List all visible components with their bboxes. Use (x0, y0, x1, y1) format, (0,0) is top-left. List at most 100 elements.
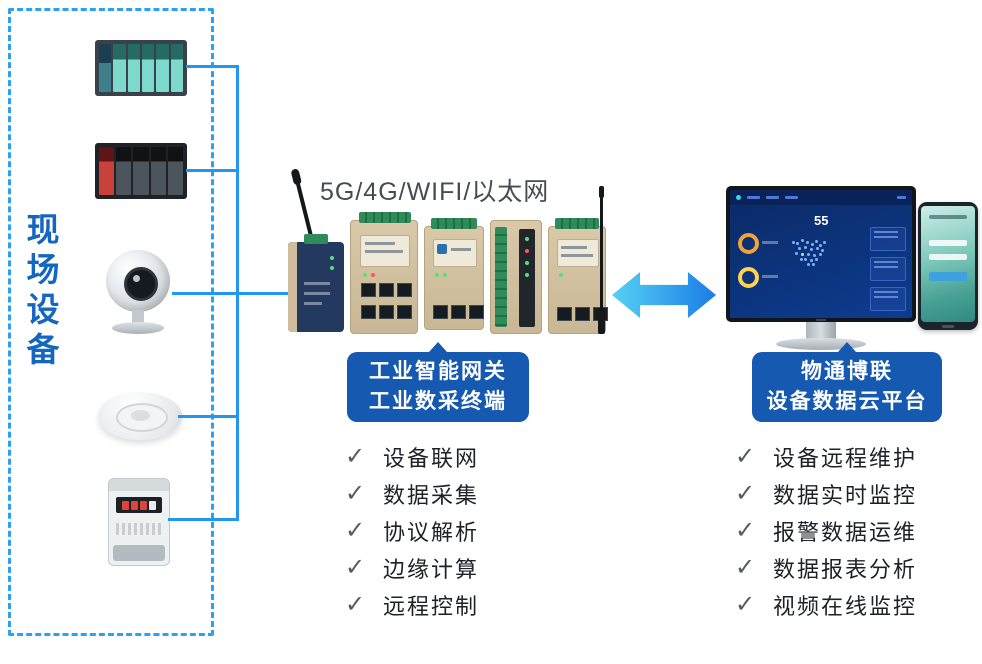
feature-label: 协议解析 (383, 519, 480, 545)
connector-to-gateway (236, 292, 294, 295)
ethernet-ports (433, 305, 484, 319)
cloud-bubble-subtitle: 设备数据云平台 (766, 390, 928, 413)
checkmark-icon: ✓ (345, 554, 366, 581)
plc-cpu-module (99, 44, 112, 92)
gateway-bubble-subtitle: 工业数采终端 (369, 390, 507, 413)
field-devices-title: 现场设备 (22, 212, 59, 372)
gateway-device-5 (548, 218, 608, 334)
status-led (371, 273, 375, 277)
checkmark-icon: ✓ (735, 517, 756, 544)
gauge-icon (738, 267, 759, 288)
status-led (330, 266, 334, 270)
feature-label: 数据实时监控 (773, 482, 918, 508)
connector-plc-b (186, 169, 239, 172)
bidirectional-arrow-icon (612, 272, 716, 318)
status-led (363, 273, 367, 277)
feature-item: ✓ 数据报表分析 (735, 549, 917, 586)
feature-label: 数据报表分析 (773, 556, 918, 582)
feature-label: 视频在线监控 (773, 593, 918, 619)
feature-item: ✓ 报警数据运维 (735, 512, 917, 549)
gateway-device-3 (424, 218, 484, 330)
gateway-device-2 (350, 212, 418, 334)
dashboard-header (730, 190, 912, 205)
device-ip-camera (100, 250, 176, 336)
cloud-label-bubble: 物通博联 设备数据云平台 (752, 342, 942, 422)
meter-display (116, 497, 162, 513)
connector-smoke (178, 415, 239, 418)
gateway-device-1 (288, 234, 344, 332)
checkmark-icon: ✓ (345, 480, 366, 507)
gateway-label-bubble: 工业智能网关 工业数采终端 (347, 342, 529, 422)
feature-label: 设备联网 (383, 445, 480, 471)
gauge-icon (738, 233, 759, 254)
feature-item: ✓ 设备远程维护 (735, 438, 917, 475)
connector-meter (168, 518, 239, 521)
cloud-bubble-title: 物通博联 (801, 359, 893, 383)
checkmark-icon: ✓ (735, 591, 756, 618)
connectivity-label: 5G/4G/WIFI/以太网 (320, 178, 550, 206)
feature-item: ✓ 边缘计算 (345, 549, 479, 586)
phone-input-field (929, 254, 967, 260)
feature-item: ✓ 协议解析 (345, 512, 479, 549)
phone-screen (921, 206, 975, 322)
brand-logo (437, 244, 447, 254)
ethernet-ports (361, 305, 412, 319)
china-map (792, 241, 795, 244)
plc-red-module (99, 147, 115, 195)
feature-item: ✓ 数据采集 (345, 475, 479, 512)
feature-label: 数据采集 (383, 482, 480, 508)
monitor-stand (806, 322, 836, 340)
phone-input-field (929, 240, 967, 246)
smartphone (918, 202, 978, 330)
dashboard-value: 55 (814, 213, 829, 228)
checkmark-icon: ✓ (735, 480, 756, 507)
bubble-pointer (838, 342, 856, 352)
bubble-pointer (429, 342, 447, 352)
status-led (559, 273, 563, 277)
status-led (525, 249, 529, 253)
phone-login-button (929, 272, 967, 281)
status-led (330, 256, 334, 260)
stat-panel (870, 257, 906, 281)
device-energy-meter (108, 478, 170, 566)
feature-label: 设备远程维护 (773, 445, 918, 471)
field-devices-panel (8, 8, 214, 636)
gateway-device-4 (490, 220, 542, 334)
checkmark-icon: ✓ (345, 591, 366, 618)
feature-item: ✓ 设备联网 (345, 438, 479, 475)
status-led (525, 237, 529, 241)
monitor: 55 (726, 186, 916, 322)
connector-plc-a (186, 65, 239, 68)
ethernet-ports (361, 283, 412, 297)
cloud-feature-list: ✓ 设备远程维护 ✓ 数据实时监控 ✓ 报警数据运维 ✓ 数据报表分析 ✓ 视频… (735, 438, 917, 623)
feature-label: 报警数据运维 (773, 519, 918, 545)
dashboard-logo-icon (736, 195, 741, 200)
dashboard-screen: 55 (730, 190, 912, 318)
feature-label: 边缘计算 (383, 556, 480, 582)
device-plc-modular (95, 143, 187, 199)
stat-panel (870, 287, 906, 311)
feature-item: ✓ 视频在线监控 (735, 586, 917, 623)
checkmark-icon: ✓ (735, 554, 756, 581)
feature-item: ✓ 数据实时监控 (735, 475, 917, 512)
feature-label: 远程控制 (383, 593, 480, 619)
status-led (525, 273, 529, 277)
checkmark-icon: ✓ (735, 443, 756, 470)
device-plc-compact (95, 40, 187, 96)
checkmark-icon: ✓ (345, 443, 366, 470)
phone-home-button (942, 325, 954, 328)
status-led (525, 261, 529, 265)
connector-camera (172, 292, 239, 295)
gateway-bubble-title: 工业智能网关 (369, 359, 507, 383)
camera-lens-icon (124, 267, 158, 301)
gateway-feature-list: ✓ 设备联网 ✓ 数据采集 ✓ 协议解析 ✓ 边缘计算 ✓ 远程控制 (345, 438, 479, 623)
dashboard-body: 55 (730, 205, 912, 318)
stat-panel (870, 227, 906, 251)
checkmark-icon: ✓ (345, 517, 366, 544)
feature-item: ✓ 远程控制 (345, 586, 479, 623)
phone-app-title-bar (929, 215, 967, 219)
status-led (443, 273, 447, 277)
device-smoke-detector (98, 388, 182, 444)
antenna-icon (596, 186, 607, 334)
